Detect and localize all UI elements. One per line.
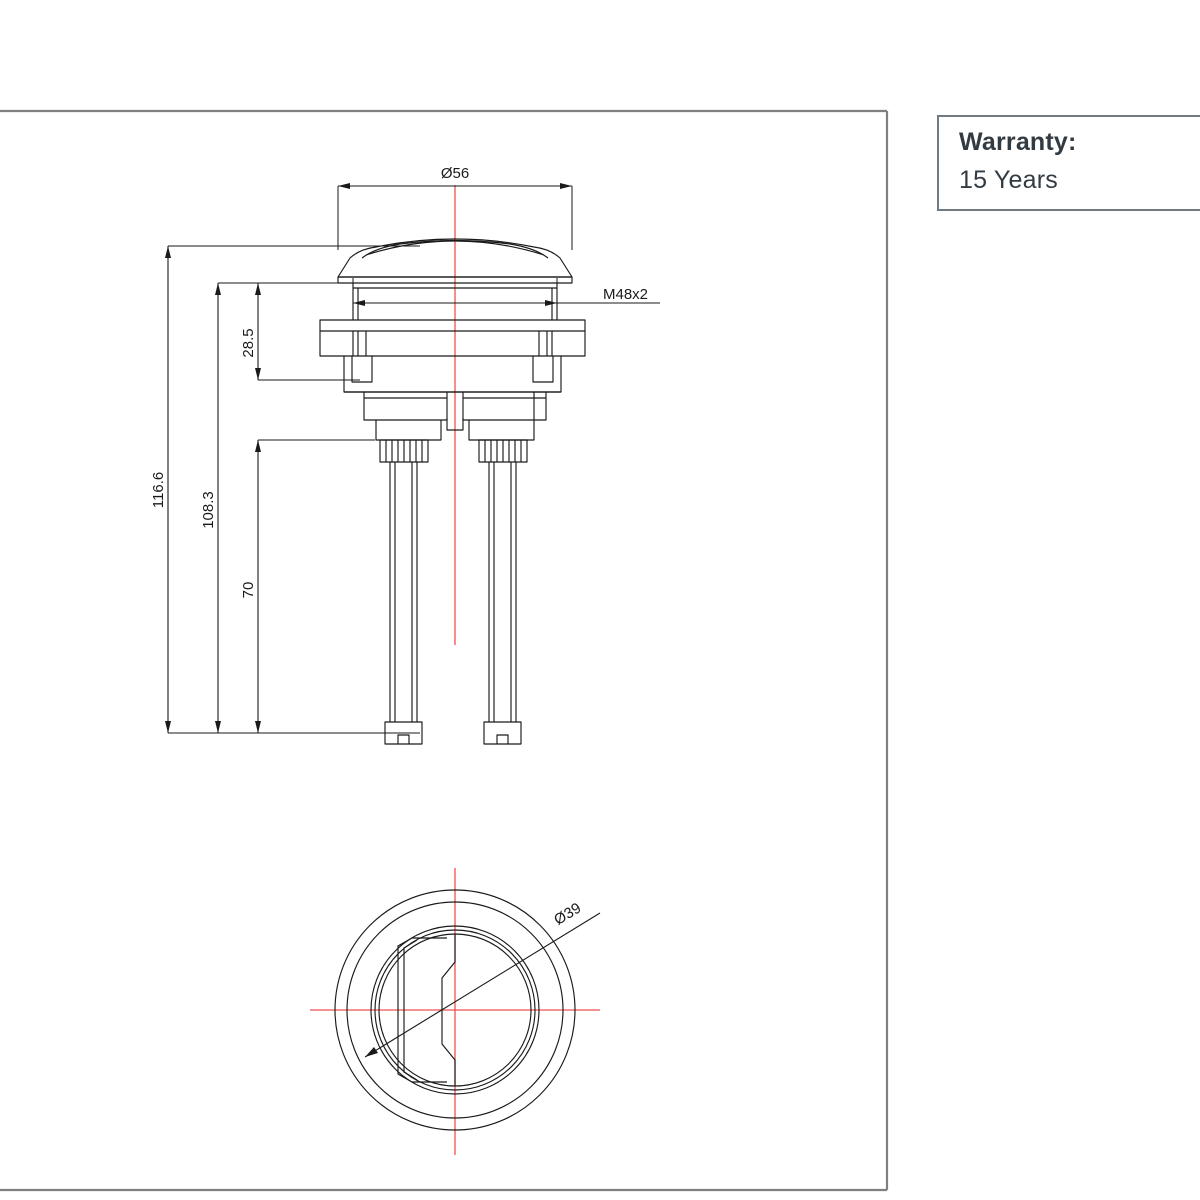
dimension-height-70 [255,439,375,733]
dimension-label-diameter-56: Ø56 [441,165,469,182]
knurled-collar-left [379,439,429,463]
flange-lugs [343,356,562,383]
button-side-view [319,238,586,745]
bottom-circular-view: Ø39 [310,868,601,1155]
cartridge-left [363,392,448,441]
dimension-diameter-39 [364,912,601,1058]
dimension-label-height-28-5: 28.5 [240,328,257,357]
dimension-label-height-116-6: 116.6 [150,472,167,508]
dimension-label-thread-m48x2: M48x2 [603,286,648,303]
cap-dome [337,238,573,284]
warranty-value: 15 Years [959,166,1058,195]
dimension-diameter-56 [337,183,573,250]
outer-ring-inner-circle [346,901,564,1119]
dimension-label-diameter-39: Ø39 [551,900,584,929]
warranty-title: Warranty: [959,128,1077,156]
rod-foot-left [384,721,423,745]
valve-housing-upper [343,372,562,393]
rod-right [488,462,517,722]
button-left-half-edge [397,937,413,1083]
dimension-label-height-70: 70 [240,582,257,599]
dimension-label-height-108-3: 108.3 [200,491,217,529]
rod-left [389,462,418,722]
mounting-flange [319,319,586,357]
button-split-divider [441,934,456,1086]
warranty-box: Warranty: 15 Years [937,115,1200,211]
button-circle-outer [370,925,540,1095]
sheet-frame [0,109,889,1192]
button-left-half-edge-inner [403,939,418,1081]
cartridge-right [462,392,547,441]
button-circle-inner [374,929,536,1091]
dimension-height-116-6 [165,245,420,734]
outer-ring-circle [334,889,576,1131]
knurled-collar-right [478,439,528,463]
rod-foot-right [483,721,522,745]
threaded-barrel [352,283,558,320]
